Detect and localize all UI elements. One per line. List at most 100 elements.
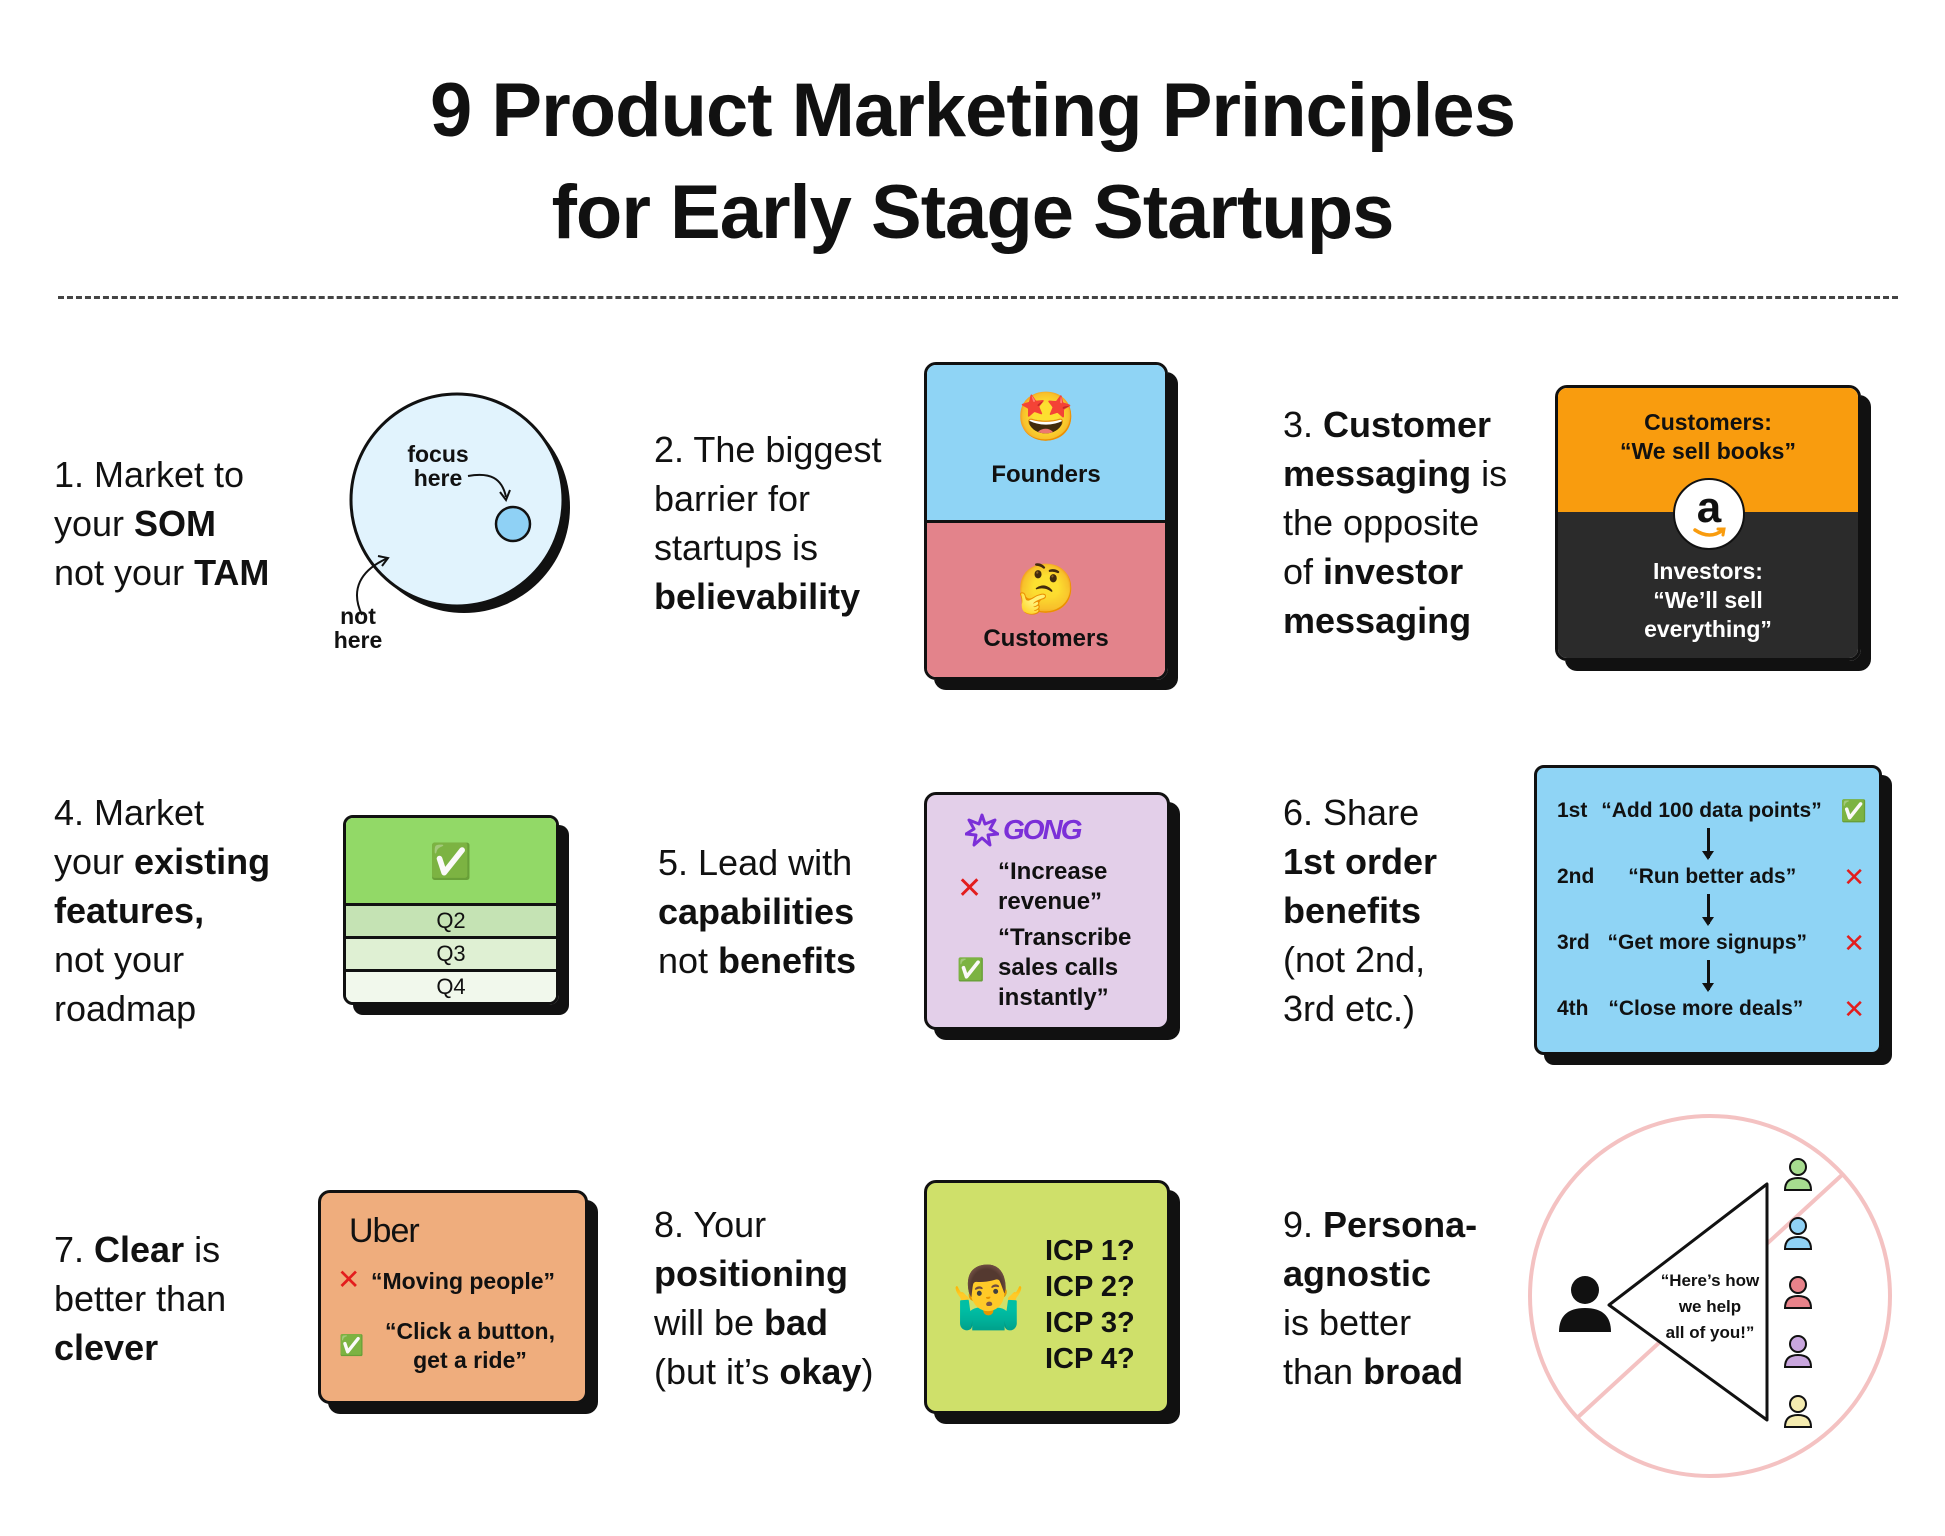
audience-person-icon (1783, 1276, 1813, 1309)
investors-message-quote-2: everything” (1644, 616, 1772, 642)
audience-person-icon (1783, 1158, 1813, 1191)
p7-line-2: better than (54, 1278, 227, 1319)
icp-card: 🤷‍♂️ ICP 1? ICP 2? ICP 3? ICP 4? (924, 1180, 1170, 1414)
uber-card: Uber ✕ “Moving people” ✅ “Click a button… (318, 1190, 588, 1404)
x-mark-icon: ✕ (1843, 862, 1865, 892)
page-title: 9 Product Marketing Principles for Early… (0, 60, 1945, 264)
p4-line-2: your existing (54, 841, 271, 882)
customers-label: Customers (983, 625, 1109, 652)
existing-features-panel: ✅ (346, 818, 556, 906)
p7-line-3: clever (54, 1327, 159, 1368)
check-mark-icon: ✅ (957, 958, 985, 983)
p4-line-1: 4. Market (54, 792, 205, 833)
p8-line-3: will be bad (654, 1302, 829, 1343)
p9-line-2: agnostic (1283, 1253, 1432, 1294)
audience-person-icon (1783, 1395, 1813, 1428)
principle-1-text: 1. Market to your SOM not your TAM (54, 450, 269, 597)
x-mark-icon: ✕ (957, 872, 983, 905)
bad-message: “Moving people” (371, 1268, 555, 1294)
icp-item: ICP 3? (1045, 1307, 1135, 1339)
p7-line-1: 7. Clear is (54, 1229, 221, 1270)
founders-label: Founders (991, 461, 1101, 488)
audience-person-icon (1783, 1217, 1813, 1250)
p4-line-4: not your (54, 939, 185, 980)
principle-7-text: 7. Clear is better than clever (54, 1225, 226, 1372)
roadmap-row-q4: Q4 (346, 972, 556, 1002)
icp-item: ICP 1? (1045, 1235, 1135, 1267)
audience-person-icon (1783, 1335, 1813, 1368)
p1-line-2: your SOM (54, 503, 217, 544)
p8-line-2: positioning (654, 1253, 848, 1294)
x-mark-icon: ✕ (337, 1264, 361, 1295)
founders-customers-card: 🤩 Founders 🤔 Customers (924, 362, 1168, 680)
amazon-messaging-card: Customers: “We sell books” Investors: “W… (1555, 385, 1861, 661)
principle-2-text: 2. The biggest barrier for startups is b… (654, 425, 882, 621)
p3-line-1: 3. Customer (1283, 404, 1492, 445)
good-message: “Click a button,get a ride” (385, 1318, 555, 1373)
p2-line-3: startups is (654, 527, 819, 568)
benefit-row-4: 4th “Close more deals” ✕ (1557, 994, 1865, 1024)
p2-line-2: barrier for (654, 478, 811, 519)
p2-line-1: 2. The biggest (654, 429, 882, 470)
p3-line-4: of investor (1283, 551, 1464, 592)
customers-panel: 🤔 Customers (927, 523, 1165, 677)
principle-8-text: 8. Your positioning will be bad (but it’… (654, 1200, 873, 1396)
gong-burst-icon (965, 813, 999, 847)
p6-line-5: 3rd etc.) (1283, 988, 1416, 1029)
p1-line-1: 1. Market to (54, 454, 245, 495)
down-arrow-icon (1707, 894, 1710, 924)
shrug-emoji-icon: 🤷‍♂️ (951, 1263, 1026, 1333)
amazon-logo-icon: a (1673, 478, 1745, 550)
p3-line-3: the opposite (1283, 502, 1480, 543)
tam-circle (349, 392, 570, 616)
principle-9-text: 9. Persona- agnostic is better than broa… (1283, 1200, 1477, 1396)
principle-3-text: 3. Customer messaging is the opposite of… (1283, 400, 1507, 645)
check-mark-icon: ✅ (429, 842, 473, 882)
roadmap-row-q2: Q2 (346, 906, 556, 939)
p9-line-3: is better (1283, 1302, 1412, 1343)
investors-message-quote-1: “We’ll sell (1653, 587, 1763, 613)
down-arrow-icon (1707, 828, 1710, 858)
down-arrow-icon (1707, 960, 1710, 990)
p3-line-2: messaging is (1283, 453, 1508, 494)
p6-line-1: 6. Share (1283, 792, 1420, 833)
principle-4-text: 4. Market your existing features, not yo… (54, 788, 270, 1033)
icp-item: ICP 4? (1045, 1343, 1135, 1375)
p9-line-4: than broad (1283, 1351, 1464, 1392)
customers-message-label: Customers: (1644, 409, 1772, 435)
roadmap-row-q3: Q3 (346, 939, 556, 972)
benefit-order-card: 1st “Add 100 data points” ✅ 2nd “Run bet… (1534, 765, 1882, 1055)
principle-6-text: 6. Share 1st order benefits (not 2nd, 3r… (1283, 788, 1437, 1033)
p3-line-5: messaging (1283, 600, 1472, 641)
benefit-row-3: 3rd “Get more signups” ✕ (1557, 928, 1865, 958)
title-line-2: for Early Stage Startups (551, 170, 1395, 255)
p5-line-3: not benefits (658, 940, 857, 981)
speaker-person-icon (1559, 1276, 1611, 1332)
icp-item: ICP 2? (1045, 1271, 1135, 1303)
thinking-emoji-icon: 🤔 (1016, 561, 1076, 617)
p5-line-2: capabilities (658, 891, 855, 932)
benefit-row-2: 2nd “Run better ads” ✕ (1557, 862, 1865, 892)
p5-line-1: 5. Lead with (658, 842, 853, 883)
dashed-divider (58, 296, 1898, 299)
persona-megaphone (1528, 1114, 1892, 1478)
star-struck-emoji-icon: 🤩 (1016, 389, 1076, 445)
som-dot (494, 505, 532, 543)
icp-list: ICP 1? ICP 2? ICP 3? ICP 4? (1045, 1233, 1135, 1377)
investors-message-label: Investors: (1653, 558, 1763, 584)
benefit-row-1: 1st “Add 100 data points” ✅ (1557, 799, 1867, 823)
uber-brand-name: Uber (349, 1212, 420, 1250)
p6-line-3: benefits (1283, 890, 1422, 931)
x-mark-icon: ✕ (1843, 928, 1865, 958)
roadmap-card: ✅ Q2 Q3 Q4 (343, 815, 559, 1005)
p8-line-4: (but it’s okay) (654, 1351, 874, 1392)
p6-line-4: (not 2nd, (1283, 939, 1426, 980)
gong-brand-name: GONG (1003, 814, 1083, 845)
